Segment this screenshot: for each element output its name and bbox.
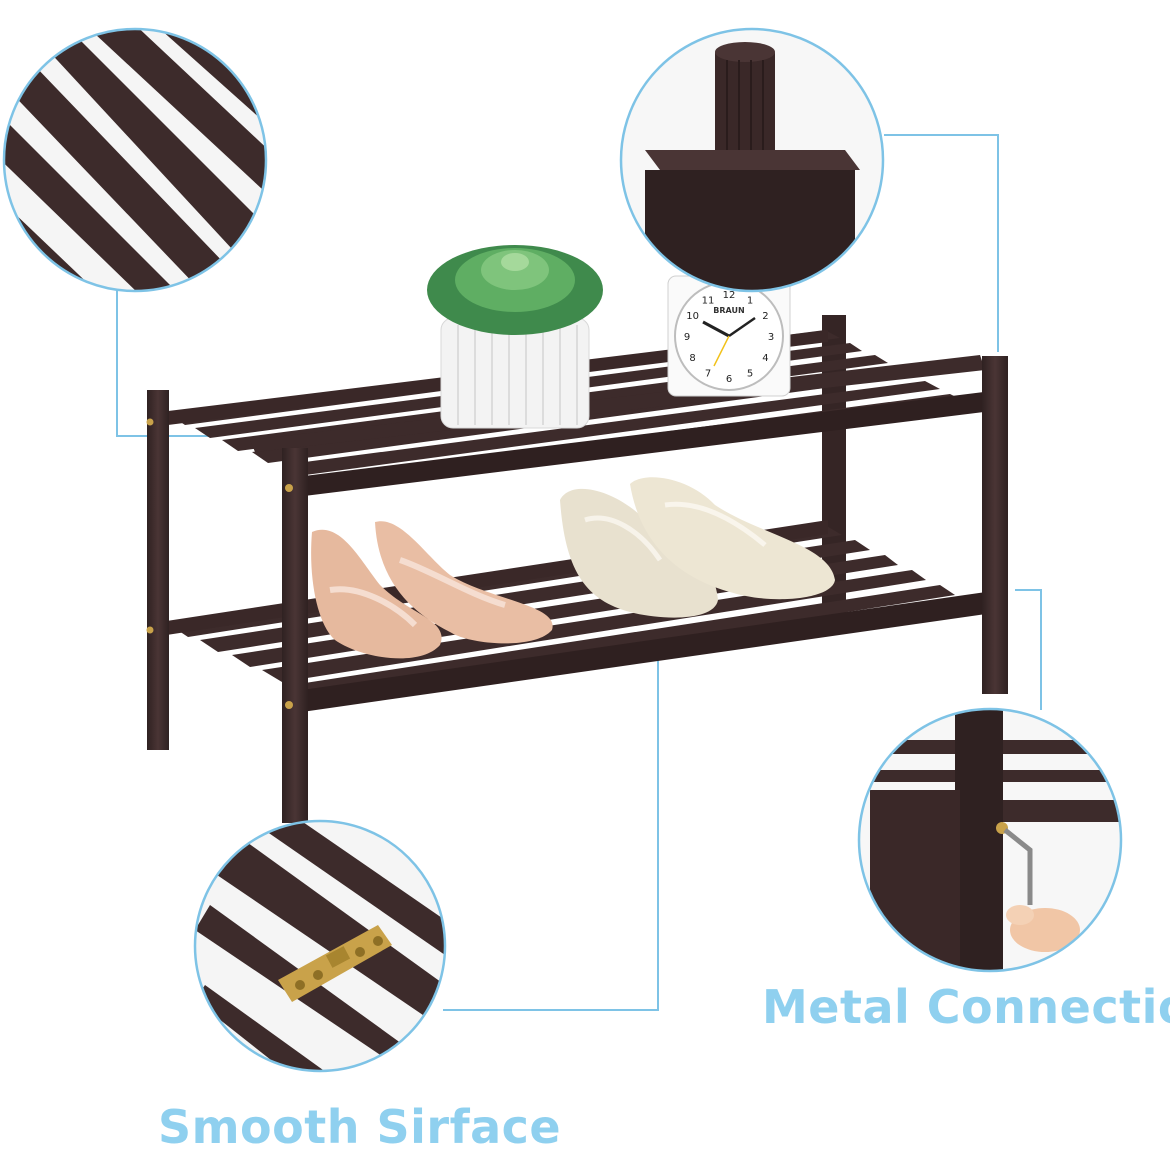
clock-numeral: 2 xyxy=(762,311,768,322)
bottom-shelf-front-rail xyxy=(288,590,1000,714)
callout-slats-closeup xyxy=(2,27,268,293)
line-top-right xyxy=(884,134,999,352)
metal-connection-label: Metal Connection xyxy=(762,980,1170,1034)
clock-numeral: 6 xyxy=(726,374,732,385)
rack-leg-front-left-back xyxy=(147,390,169,750)
screw xyxy=(146,626,154,634)
line-bottom-left xyxy=(443,655,659,1011)
callout-hinge-closeup xyxy=(193,819,447,1073)
clock-numeral: 3 xyxy=(768,332,774,343)
clock-numeral: 8 xyxy=(689,353,695,364)
line-bottom-right xyxy=(1015,589,1042,710)
loafer-shoes xyxy=(560,477,835,618)
callout-post-closeup xyxy=(619,27,885,293)
callout-allen-key-closeup xyxy=(857,707,1123,973)
succulent-plant xyxy=(427,245,603,429)
clock-numeral: 7 xyxy=(705,368,711,379)
clock-numeral: 5 xyxy=(747,368,753,379)
screw xyxy=(285,701,293,709)
clock-hour-hand xyxy=(702,320,730,338)
clock-numeral: 10 xyxy=(686,311,699,322)
clock-numeral: 11 xyxy=(702,296,715,307)
clock-second-hand xyxy=(713,335,730,367)
screw xyxy=(146,418,154,426)
clock-numeral: 12 xyxy=(723,290,736,301)
clock-numeral: 9 xyxy=(684,332,690,343)
top-shelf-front-rail xyxy=(288,390,1000,498)
clock-numeral: 1 xyxy=(747,296,753,307)
clock-minute-hand xyxy=(728,316,756,338)
flat-shoes xyxy=(311,521,553,659)
rack-leg-front-right xyxy=(982,356,1008,694)
rack-leg-front-left xyxy=(282,448,308,823)
clock-brand: BRAUN xyxy=(713,306,744,315)
clock-numeral: 4 xyxy=(762,353,768,364)
line-top-left xyxy=(116,290,215,437)
screw xyxy=(285,484,293,492)
callout-lines xyxy=(116,134,1042,1011)
smooth-surface-label: Smooth Sirface xyxy=(158,1100,562,1154)
metal-hinge-plate xyxy=(278,925,392,1002)
